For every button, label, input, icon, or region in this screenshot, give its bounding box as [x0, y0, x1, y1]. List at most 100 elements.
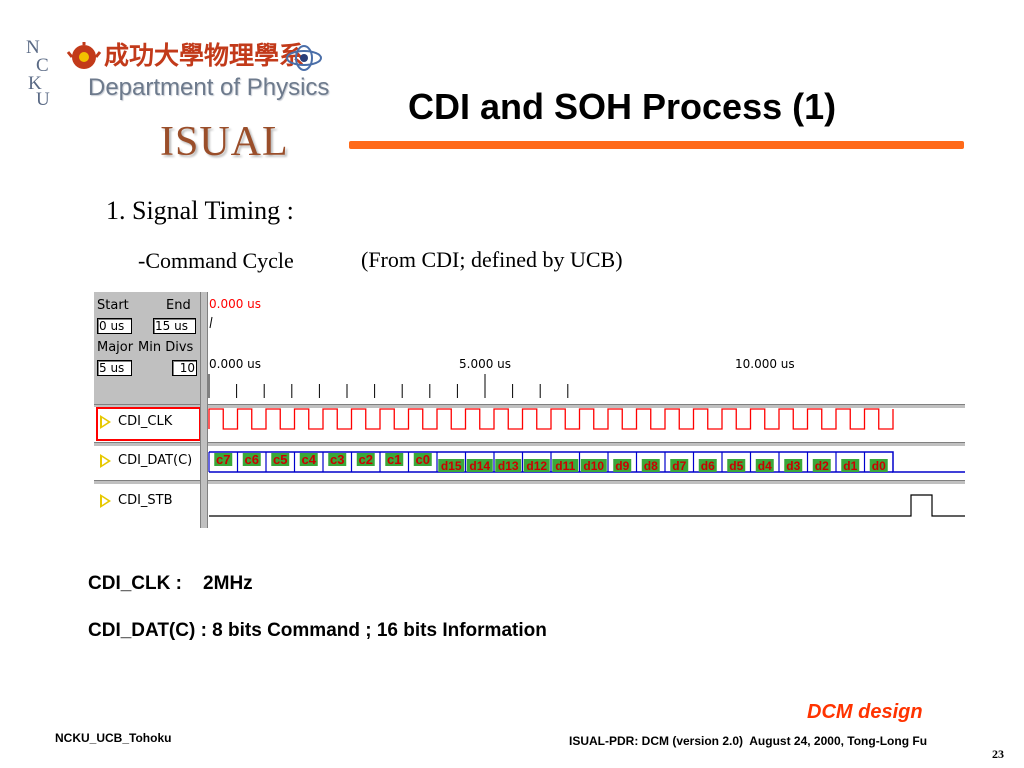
logo-letter-c: C [36, 55, 49, 76]
bit-label: c1 [387, 452, 401, 467]
row-separator [94, 442, 965, 446]
row-separator [94, 480, 965, 484]
signal-row-cdi-clk[interactable]: CDI_CLK [94, 407, 201, 441]
bit-label-bg [698, 459, 717, 472]
logo-letter-u: U [36, 89, 50, 110]
bit-label: c7 [216, 452, 230, 467]
data-note: CDI_DAT(C) : 8 bits Command ; 16 bits In… [88, 620, 547, 641]
bit-label-bg [613, 459, 632, 472]
bit-label-bg [641, 459, 660, 472]
bit-label: d11 [555, 459, 575, 473]
signal-row-cdi-stb[interactable]: CDI_STB [94, 484, 200, 518]
end-label: End [166, 298, 191, 313]
data-waveform: c7 c6 c5 c4 c3 c2 c1 c0 d15 d14 d13 d12 d11 d10 d9 d8 d7… [208, 451, 965, 473]
bit-label-bg [841, 459, 860, 472]
bit-label: c6 [245, 452, 259, 467]
bit-label: c2 [359, 452, 373, 467]
signal-name: CDI_STB [118, 493, 173, 508]
bit-label-bg [495, 459, 522, 472]
bit-label: d6 [701, 459, 715, 473]
subheading: -Command Cycle [138, 248, 294, 273]
bit-label: d3 [786, 459, 800, 473]
page-title: CDI and SOH Process (1) [408, 86, 837, 127]
section-heading: 1. Signal Timing : [106, 196, 294, 225]
tick-label: 10.000 us [735, 357, 795, 371]
bit-label-bg [466, 459, 493, 472]
major-label: Major [97, 340, 134, 355]
bit-label: d14 [469, 459, 490, 473]
footer-left: NCKU_UCB_Tohoku [55, 731, 172, 745]
bit-label: d15 [441, 459, 462, 473]
bit-label-bg [413, 453, 432, 466]
bit-label-bg [438, 459, 465, 472]
signal-name: CDI_DAT(C) [118, 453, 193, 468]
signal-name: CDI_CLK [118, 414, 173, 429]
bit-label: d1 [843, 459, 857, 473]
bit-label-bg [299, 453, 318, 466]
signal-marker-icon [100, 415, 111, 429]
logo-chinese-name: 成功大學物理學系 [104, 41, 305, 70]
crest-icon [66, 42, 102, 69]
clock-trace [208, 408, 894, 430]
clock-note: CDI_CLK : 2MHz [88, 573, 253, 594]
footer-right: ISUAL-PDR: DCM (version 2.0) August 24, … [569, 734, 928, 748]
page-number: 23 [992, 747, 1004, 761]
bit-label: c5 [273, 452, 287, 467]
bit-label-bg [552, 459, 579, 472]
bit-label-bg [328, 453, 347, 466]
bit-label-bg [670, 459, 689, 472]
bit-label-bg [727, 459, 746, 472]
bit-label: d9 [615, 459, 629, 473]
cursor-time: 0.000 us [209, 297, 261, 311]
time-settings-panel: Start End 0 us 15 us Major Min Divs 5 us… [94, 292, 200, 404]
bit-label-bg [580, 459, 607, 472]
brand-label: DCM design [807, 701, 923, 723]
bit-label: d8 [644, 459, 658, 473]
end-field[interactable]: 15 us [153, 318, 196, 334]
bit-label-bg [271, 453, 290, 466]
tick-label: 5.000 us [459, 357, 511, 371]
bit-label-bg [356, 453, 375, 466]
start-label: Start [97, 298, 129, 313]
department-logo: N C K U 成功大學物理學系 Department of Physics I… [22, 30, 329, 170]
waveform-viewer: Start End 0 us 15 us Major Min Divs 5 us… [94, 292, 965, 528]
logo-letter-n: N [26, 37, 40, 58]
signal-marker-icon [100, 454, 111, 468]
bit-label-bg [869, 459, 888, 472]
bit-label: d7 [672, 459, 686, 473]
bit-label: d12 [526, 459, 547, 473]
bit-label-bg [385, 453, 404, 466]
bit-label: c3 [330, 452, 344, 467]
bit-label-bg [784, 459, 803, 472]
logo-department: Department of Physics [88, 74, 330, 101]
clock-waveform [208, 408, 894, 430]
logo-isual: ISUAL [160, 119, 289, 165]
bit-label-bg [523, 459, 550, 472]
start-field[interactable]: 0 us [97, 318, 132, 334]
signal-marker-icon [100, 494, 111, 508]
bit-label-bg [242, 453, 261, 466]
bit-label: d4 [758, 459, 772, 473]
signal-row-cdi-dat[interactable]: CDI_DAT(C) [94, 446, 200, 480]
bit-label: d0 [872, 459, 886, 473]
bit-label: d10 [583, 459, 604, 473]
bit-label: c4 [302, 452, 317, 467]
bit-label-bg [214, 453, 233, 466]
bit-label: d13 [498, 459, 519, 473]
min-divs-field[interactable]: 10 [172, 360, 197, 376]
title-underline [349, 141, 964, 149]
min-divs-label: Min Divs [138, 340, 194, 355]
atom-icon [286, 45, 322, 71]
pane-divider[interactable] [200, 292, 208, 528]
logo-letter-k: K [28, 73, 42, 94]
bit-label: c0 [416, 452, 430, 467]
major-field[interactable]: 5 us [97, 360, 132, 376]
bit-label: d5 [729, 459, 743, 473]
bit-label-bg [812, 459, 831, 472]
bit-label: d2 [815, 459, 829, 473]
time-axis-ticks [208, 374, 569, 398]
strobe-waveform [209, 494, 965, 517]
bit-label-bg [755, 459, 774, 472]
source-note: (From CDI; defined by UCB) [361, 247, 623, 272]
